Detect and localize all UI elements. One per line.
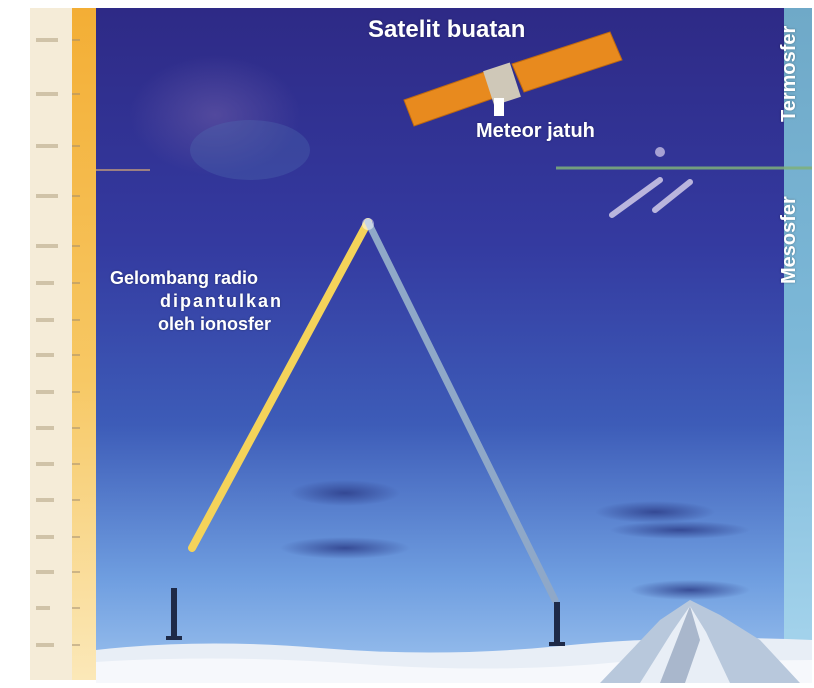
satellite-label: Satelit buatan bbox=[368, 16, 526, 43]
radio-tower-icon bbox=[166, 588, 182, 640]
satellite-icon bbox=[403, 31, 623, 127]
mountain-icon bbox=[600, 600, 800, 683]
radio-label-line-3: oleh ionosfer bbox=[158, 314, 272, 334]
reflection-point bbox=[362, 218, 374, 230]
meteor-icon bbox=[609, 147, 693, 218]
meteor-label: Meteor jatuh bbox=[476, 120, 595, 142]
cloud-4 bbox=[610, 521, 750, 539]
cloud-2 bbox=[280, 537, 410, 559]
layer-strip bbox=[784, 8, 812, 680]
cloud-3 bbox=[595, 501, 715, 523]
mesosphere-label: Mesosfer bbox=[778, 196, 800, 284]
radio-label-line-1: Gelombang radio bbox=[110, 268, 259, 288]
radio-wave-up bbox=[188, 218, 372, 552]
altitude-ruler bbox=[72, 8, 96, 680]
cloud-5 bbox=[630, 580, 750, 600]
ruler-blur-marks bbox=[36, 38, 58, 647]
high-cloud bbox=[130, 55, 300, 175]
ruler-ticks bbox=[72, 39, 80, 646]
cloud-1 bbox=[290, 480, 400, 506]
high-cloud-2 bbox=[190, 120, 310, 180]
receiver-tower-icon bbox=[549, 602, 565, 646]
radio-label-line-2: dipantulkan bbox=[160, 291, 284, 311]
radio-wave-down bbox=[364, 218, 559, 604]
thermosphere-label: Termosfer bbox=[778, 25, 800, 122]
